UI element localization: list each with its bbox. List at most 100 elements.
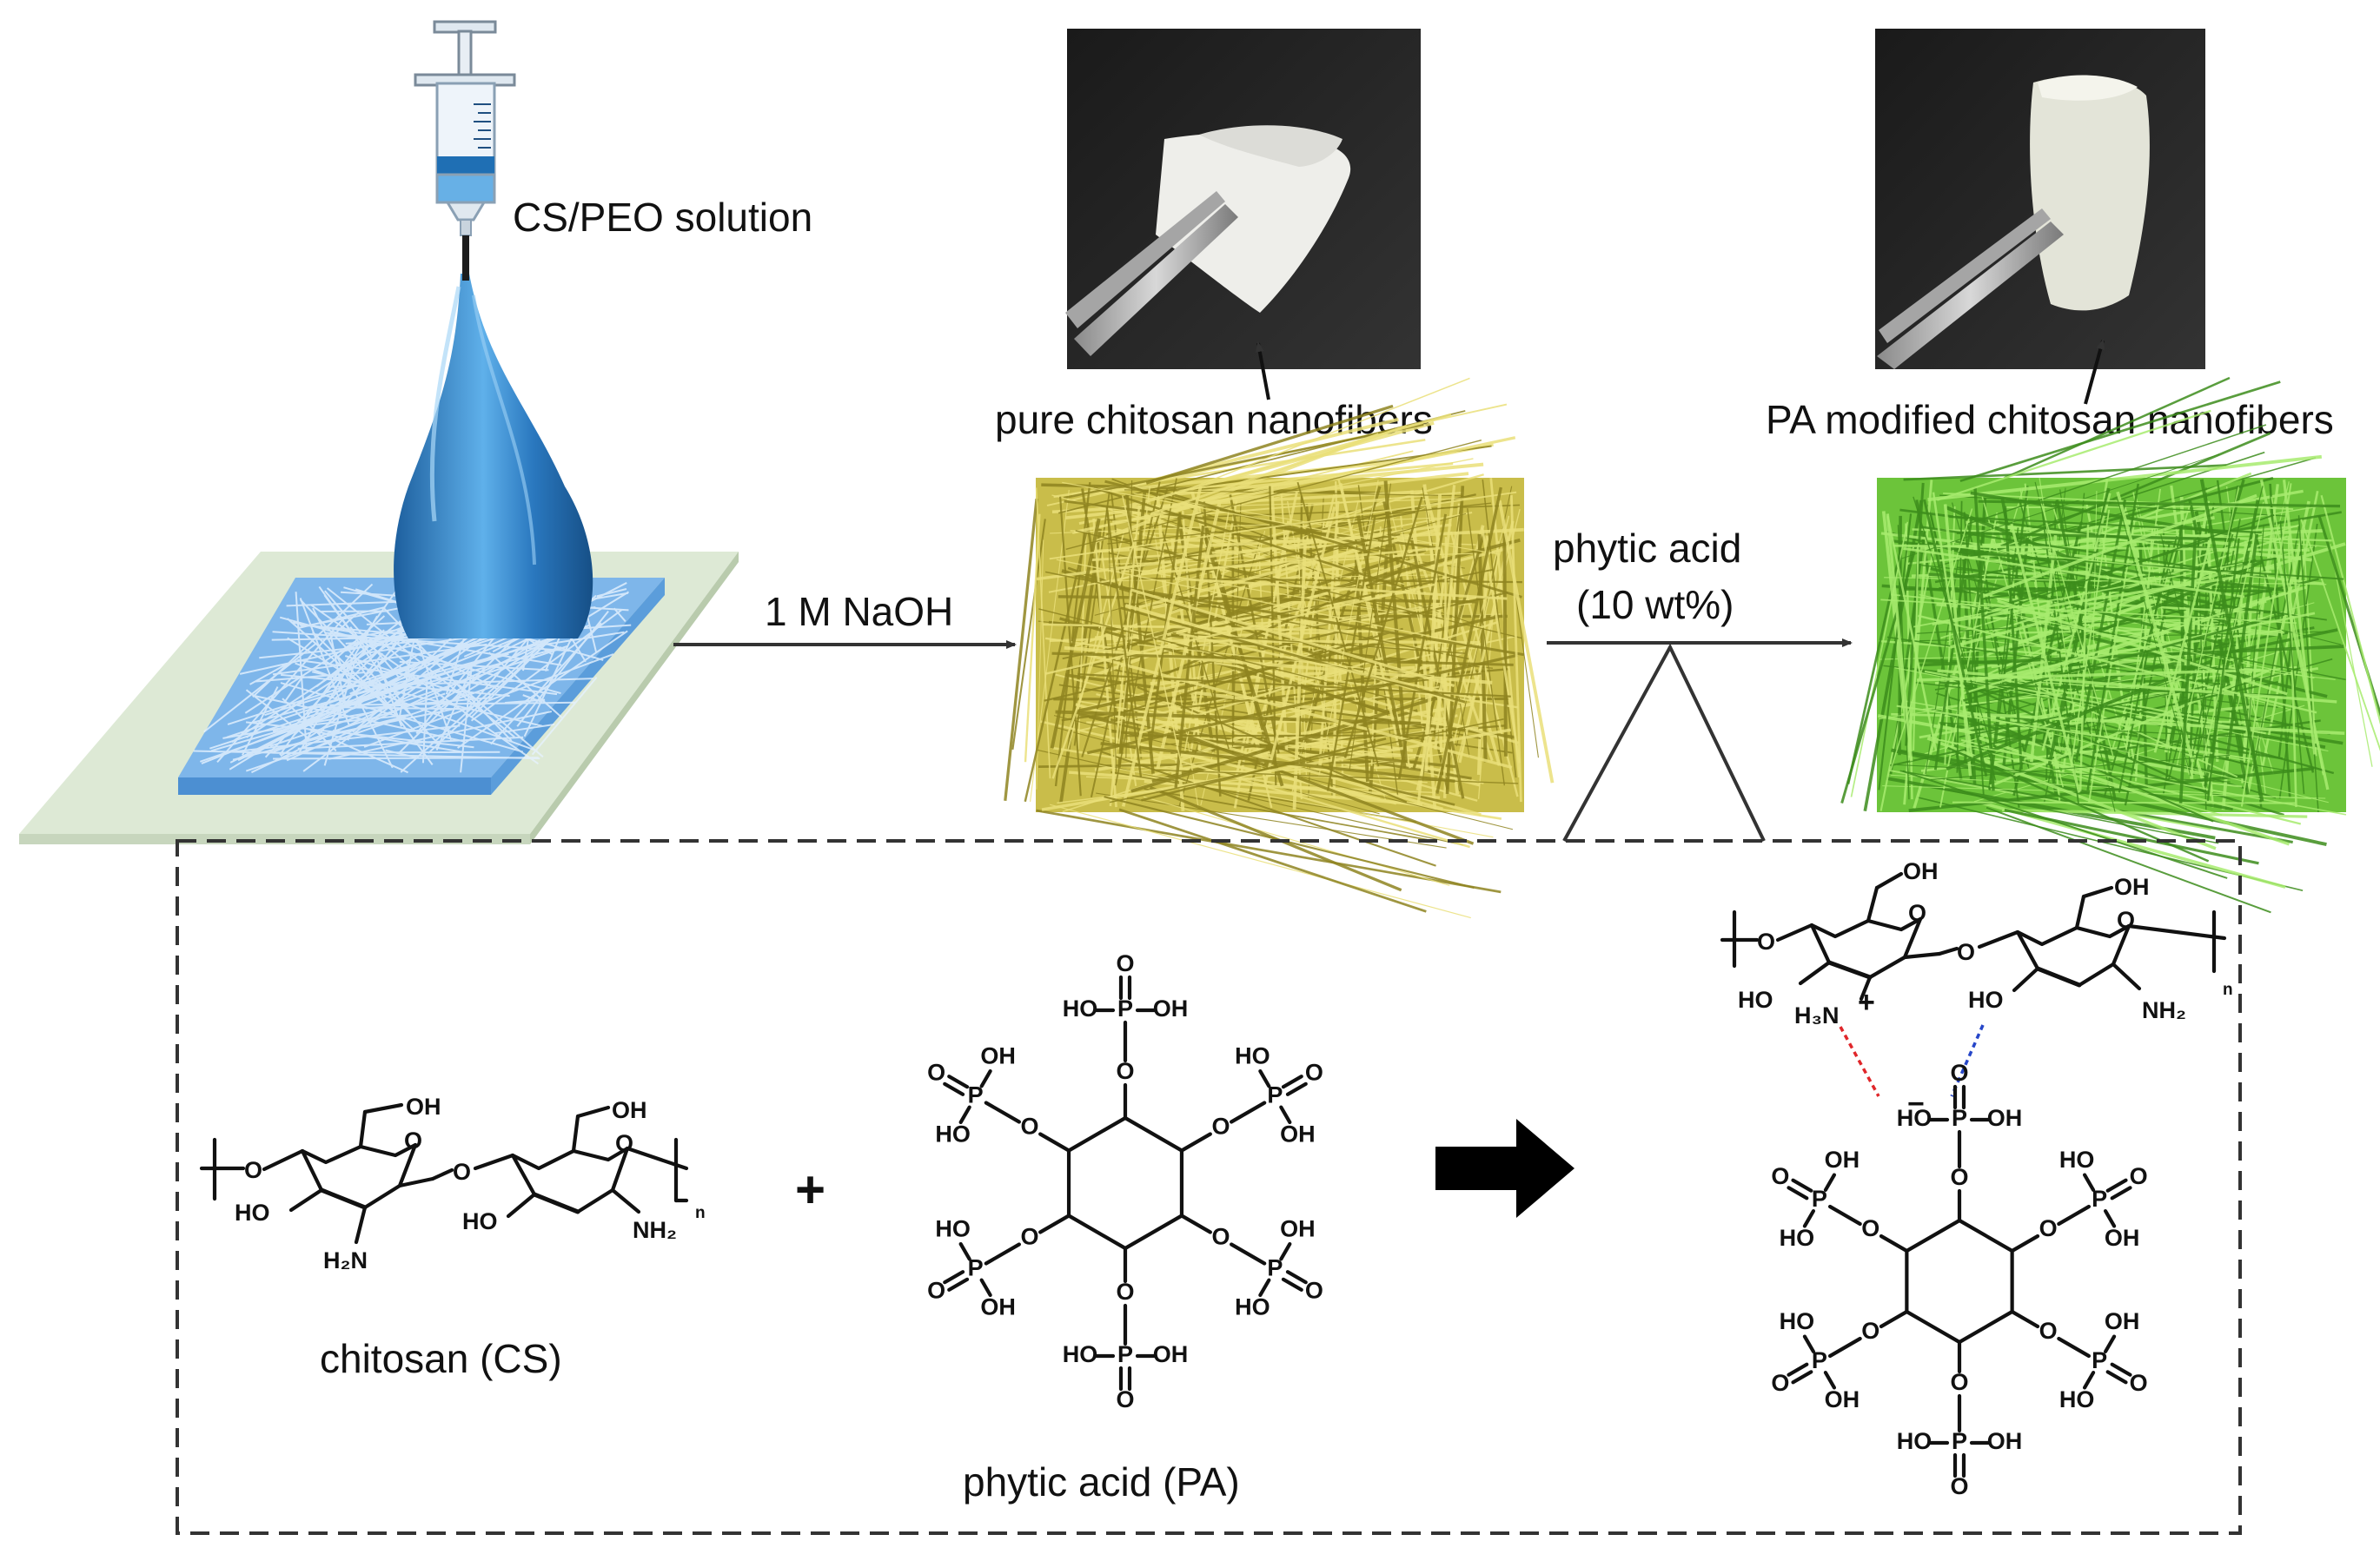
svg-text:O: O bbox=[1305, 1278, 1323, 1304]
svg-text:O: O bbox=[1305, 1060, 1323, 1086]
svg-text:O: O bbox=[1116, 1386, 1134, 1412]
svg-text:O: O bbox=[1908, 900, 1926, 926]
naoh-label: 1 M NaOH bbox=[765, 589, 953, 634]
tweezers-icon bbox=[1877, 222, 2064, 369]
svg-text:OH: OH bbox=[1153, 995, 1189, 1022]
zoom-callout-lines bbox=[1562, 643, 1766, 842]
svg-text:O: O bbox=[1950, 1473, 1968, 1499]
svg-text:P: P bbox=[2092, 1347, 2107, 1373]
svg-text:O: O bbox=[1861, 1318, 1879, 1344]
svg-text:HO: HO bbox=[2059, 1386, 2095, 1412]
svg-text:HO: HO bbox=[1063, 1341, 1098, 1367]
svg-text:−: − bbox=[1907, 1088, 1925, 1121]
svg-text:P: P bbox=[968, 1255, 984, 1281]
svg-text:O: O bbox=[2117, 907, 2135, 933]
svg-text:P: P bbox=[1952, 1105, 1967, 1131]
svg-text:P: P bbox=[1812, 1186, 1827, 1212]
svg-text:HO: HO bbox=[1235, 1294, 1270, 1320]
svg-text:HO: HO bbox=[1897, 1428, 1933, 1454]
svg-text:O: O bbox=[2039, 1215, 2058, 1241]
svg-text:OH: OH bbox=[1987, 1428, 2023, 1454]
svg-text:O: O bbox=[1950, 1369, 1968, 1395]
svg-text:H₃N: H₃N bbox=[1794, 1002, 1839, 1029]
svg-text:H₂N: H₂N bbox=[323, 1247, 368, 1273]
svg-text:OH: OH bbox=[1987, 1105, 2023, 1131]
svg-text:O: O bbox=[927, 1278, 945, 1304]
svg-text:HO: HO bbox=[1780, 1308, 1815, 1334]
phytic-name: phytic acid (PA) bbox=[963, 1459, 1240, 1505]
svg-text:P: P bbox=[2092, 1186, 2107, 1212]
electrospinning-setup: CS/PEO solution bbox=[19, 20, 812, 844]
svg-text:OH: OH bbox=[980, 1043, 1016, 1069]
svg-text:HO: HO bbox=[935, 1121, 971, 1148]
svg-text:OH: OH bbox=[1825, 1147, 1860, 1173]
svg-text:OH: OH bbox=[2114, 874, 2150, 900]
svg-text:P: P bbox=[1117, 1341, 1133, 1367]
pure-fiber-photo bbox=[1065, 29, 1421, 369]
svg-text:OH: OH bbox=[1280, 1216, 1316, 1242]
chitosan-name: chitosan (CS) bbox=[320, 1336, 562, 1381]
pa-step: phytic acid (10 wt%) bbox=[1547, 526, 1853, 647]
tweezers-icon bbox=[1074, 204, 1238, 356]
svg-text:HO: HO bbox=[1063, 995, 1098, 1022]
svg-text:O: O bbox=[2130, 1163, 2148, 1189]
svg-text:P: P bbox=[1952, 1428, 1967, 1454]
svg-text:O: O bbox=[1757, 929, 1775, 955]
svg-text:O: O bbox=[244, 1157, 262, 1183]
svg-text:O: O bbox=[615, 1130, 633, 1156]
chemistry-panel bbox=[176, 839, 2242, 1535]
svg-text:OH: OH bbox=[1153, 1341, 1189, 1367]
svg-text:O: O bbox=[2039, 1318, 2058, 1344]
svg-text:HO: HO bbox=[462, 1208, 498, 1234]
svg-text:O: O bbox=[1957, 939, 1975, 965]
hbond-blue bbox=[1950, 1024, 1985, 1097]
svg-text:HO: HO bbox=[1968, 987, 2004, 1013]
fiber-mat-icon bbox=[178, 578, 665, 795]
svg-text:P: P bbox=[1117, 995, 1133, 1022]
pure-fiber-block bbox=[1004, 377, 1555, 919]
reaction-arrow-icon bbox=[1435, 1119, 1575, 1218]
hbond-red bbox=[1839, 1026, 1880, 1097]
svg-text:O: O bbox=[404, 1128, 422, 1154]
svg-text:O: O bbox=[1116, 1279, 1134, 1305]
pure-fibers-label: pure chitosan nanofibers bbox=[995, 397, 1433, 442]
pa-reagent-line1: phytic acid bbox=[1553, 526, 1741, 571]
chitosan-product-structure: O O OH HO H₃N + O O OH HO NH₂ n bbox=[1720, 858, 2233, 1029]
naoh-step: 1 M NaOH bbox=[673, 589, 1017, 649]
svg-text:HO: HO bbox=[935, 1216, 971, 1242]
svg-text:O: O bbox=[1021, 1224, 1039, 1250]
syringe-icon bbox=[414, 20, 516, 281]
svg-text:OH: OH bbox=[980, 1294, 1016, 1320]
svg-text:O: O bbox=[1116, 950, 1134, 976]
solution-label: CS/PEO solution bbox=[513, 195, 812, 240]
svg-text:O: O bbox=[1021, 1114, 1039, 1140]
svg-text:OH: OH bbox=[1903, 858, 1939, 884]
svg-text:O: O bbox=[1771, 1370, 1789, 1396]
svg-text:OH: OH bbox=[1280, 1121, 1316, 1148]
svg-text:HO: HO bbox=[1897, 1105, 1933, 1131]
svg-text:O: O bbox=[1950, 1164, 1968, 1190]
svg-text:HO: HO bbox=[1780, 1225, 1815, 1251]
svg-text:HO: HO bbox=[1235, 1043, 1270, 1069]
svg-text:O: O bbox=[1211, 1224, 1230, 1250]
svg-text:O: O bbox=[1116, 1058, 1134, 1084]
plus-sign: + bbox=[795, 1161, 825, 1219]
svg-text:NH₂: NH₂ bbox=[2142, 997, 2186, 1023]
svg-text:O: O bbox=[453, 1159, 471, 1185]
chitosan-structure: O O OH HO H₂N O O OH HO NH₂ n bbox=[199, 1094, 706, 1273]
svg-text:OH: OH bbox=[2105, 1225, 2140, 1251]
svg-text:OH: OH bbox=[1825, 1386, 1860, 1412]
svg-text:OH: OH bbox=[406, 1094, 441, 1120]
svg-text:O: O bbox=[2130, 1370, 2148, 1396]
svg-text:O: O bbox=[1861, 1215, 1879, 1241]
svg-text:HO: HO bbox=[1738, 987, 1773, 1013]
svg-text:OH: OH bbox=[2105, 1308, 2140, 1334]
pa-fiber-block bbox=[1840, 376, 2380, 914]
svg-text:P: P bbox=[968, 1082, 984, 1108]
svg-text:NH₂: NH₂ bbox=[633, 1217, 677, 1243]
svg-text:n: n bbox=[2223, 981, 2233, 999]
svg-text:P: P bbox=[1812, 1347, 1827, 1373]
svg-text:O: O bbox=[1950, 1060, 1968, 1086]
